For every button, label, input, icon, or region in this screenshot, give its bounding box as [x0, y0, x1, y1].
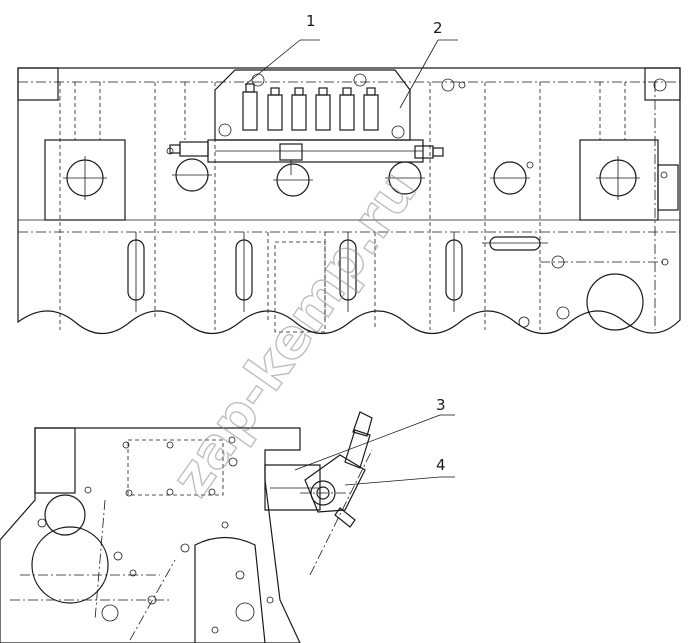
- callout-labels: 1 2 3 4: [306, 12, 446, 474]
- watermark-text: zap-kemp.ru: [159, 160, 429, 508]
- callout-2: 2: [433, 19, 443, 37]
- callout-4: 4: [436, 456, 446, 474]
- tapped-holes: [166, 78, 668, 179]
- callout-1: 1: [306, 12, 316, 30]
- distributor-outlets: [242, 83, 379, 131]
- leader-lines: [244, 39, 458, 486]
- side-view: [0, 411, 373, 643]
- pump-assembly: [264, 411, 373, 576]
- top-view-block: [17, 67, 681, 334]
- side-view-holes: [37, 436, 274, 634]
- lubrication-distributor: [169, 69, 444, 175]
- callout-3: 3: [436, 396, 446, 414]
